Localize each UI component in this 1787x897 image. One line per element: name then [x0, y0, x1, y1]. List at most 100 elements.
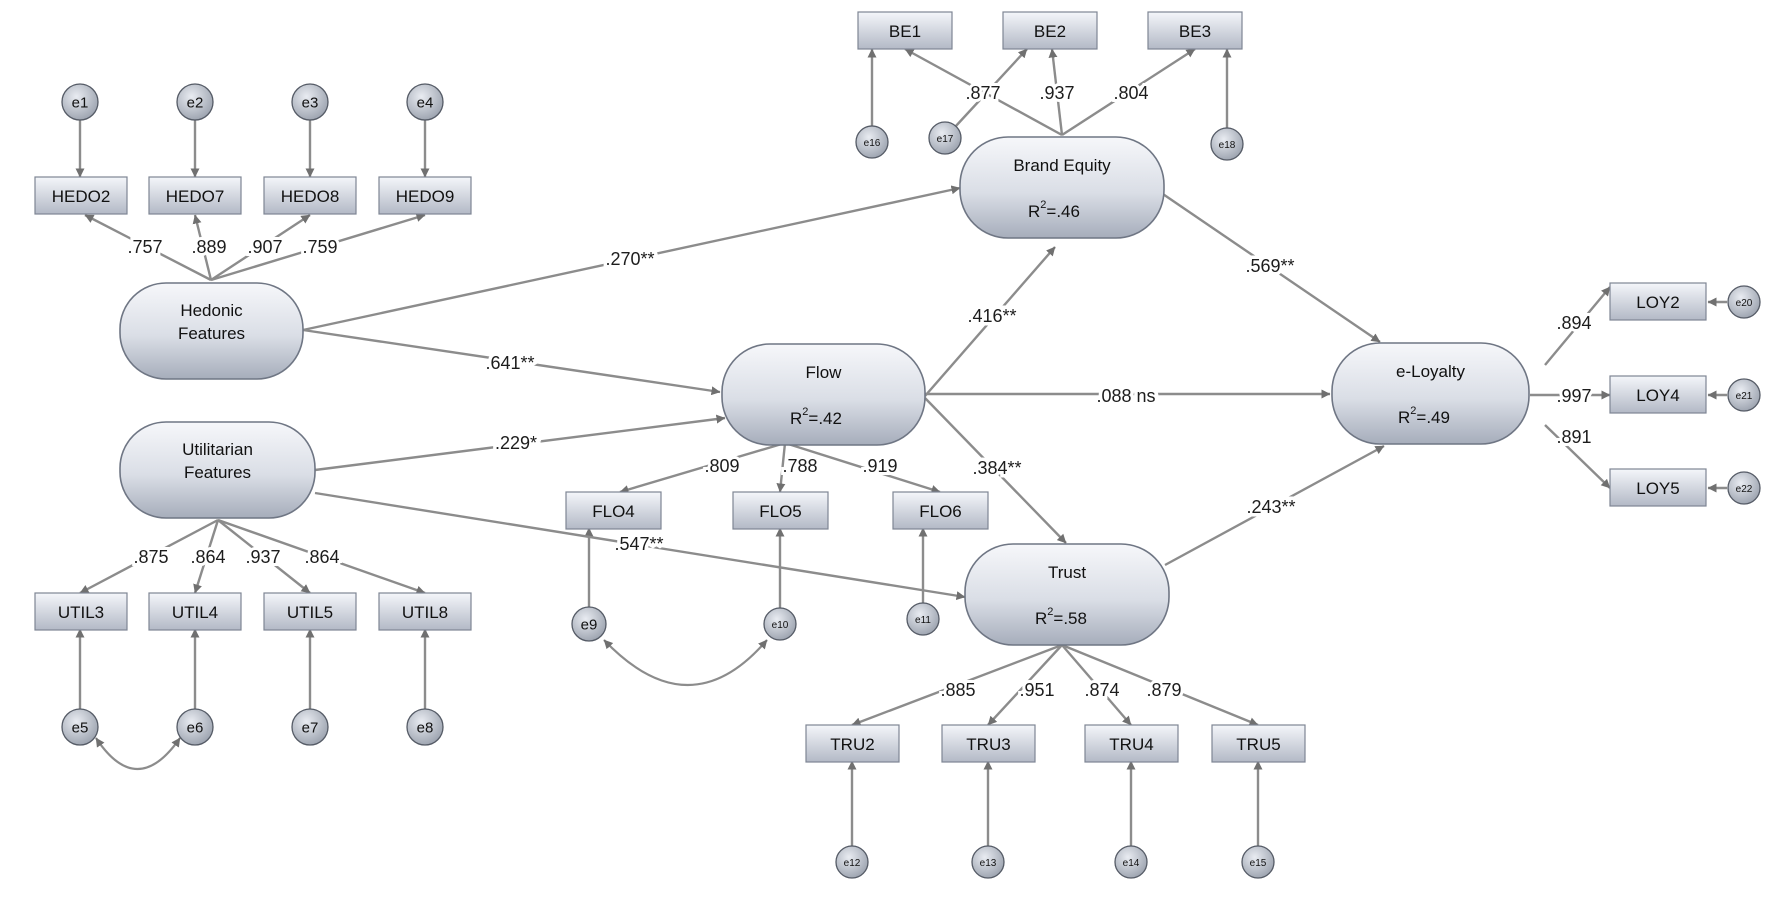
loading-tru4: .874 — [1084, 680, 1119, 700]
svg-text:e6: e6 — [187, 720, 204, 737]
edge-flow-flo6 — [784, 441, 941, 494]
svg-text:TRU2: TRU2 — [830, 735, 874, 754]
edge-brand-be2 — [1048, 48, 1064, 136]
edge-trust-tru3 — [987, 644, 1063, 726]
coef-utilitarian-trust: .547** — [614, 534, 663, 554]
svg-text:HEDO9: HEDO9 — [396, 187, 455, 206]
path-brand-loyalty — [1156, 189, 1381, 343]
error-e16: e16 — [855, 125, 889, 159]
svg-text:e22: e22 — [1736, 484, 1753, 495]
svg-text:e20: e20 — [1736, 298, 1753, 309]
edge-flow-flo5 — [776, 442, 787, 493]
indicator-be3: BE3 — [1147, 11, 1243, 50]
error-e20: e20 — [1727, 285, 1761, 319]
edge-loyalty-loy2 — [1544, 286, 1611, 366]
latent-label-line1: Hedonic — [180, 301, 243, 320]
svg-text:TRU3: TRU3 — [966, 735, 1010, 754]
loading-tru2: .885 — [940, 680, 975, 700]
svg-text:e16: e16 — [864, 138, 881, 149]
covariance-e5-e6 — [95, 737, 181, 771]
error-e18: e18 — [1210, 127, 1244, 161]
svg-text:BE1: BE1 — [889, 22, 921, 41]
svg-text:e1: e1 — [72, 95, 89, 112]
svg-text:e7: e7 — [302, 720, 319, 737]
svg-text:e15: e15 — [1250, 858, 1267, 869]
svg-text:LOY5: LOY5 — [1636, 479, 1679, 498]
latent-flow: Flow R2=.42 — [721, 343, 926, 446]
svg-text:HEDO8: HEDO8 — [281, 187, 340, 206]
svg-text:LOY2: LOY2 — [1636, 293, 1679, 312]
svg-text:e3: e3 — [302, 95, 319, 112]
svg-text:UTIL4: UTIL4 — [172, 603, 218, 622]
svg-text:HEDO2: HEDO2 — [52, 187, 111, 206]
edge-hedonic-hedo9 — [210, 213, 426, 282]
r-squared: R2=.42 — [790, 406, 842, 428]
indicator-hedo8: HEDO8 — [263, 176, 357, 215]
coef-brand-loyalty: .569** — [1245, 256, 1294, 276]
error-e8: e8 — [406, 708, 444, 746]
error-e21: e21 — [1727, 378, 1761, 412]
loading-loy5: .891 — [1556, 427, 1591, 447]
indicator-flo4: FLO4 — [565, 491, 662, 530]
r-squared: R2=.49 — [1398, 405, 1450, 427]
indicator-hedo9: HEDO9 — [378, 176, 472, 215]
loading-util5: .937 — [245, 547, 280, 567]
error-e1: e1 — [61, 83, 99, 121]
svg-text:FLO5: FLO5 — [759, 502, 802, 521]
edge-util-util4 — [193, 519, 220, 594]
edge-brand-be1 — [904, 47, 1063, 137]
loading-tru5: .879 — [1146, 680, 1181, 700]
error-e15: e15 — [1241, 845, 1275, 879]
error-e7: e7 — [291, 708, 329, 746]
latent-e-loyalty: e-Loyalty R2=.49 — [1331, 342, 1530, 445]
path-hedonic-flow — [302, 328, 721, 396]
svg-text:e10: e10 — [772, 620, 789, 631]
loading-hedo8: .907 — [247, 237, 282, 257]
svg-text:HEDO7: HEDO7 — [166, 187, 225, 206]
coef-hedonic-flow: .641** — [485, 353, 534, 373]
covariance-e9-e10 — [603, 639, 768, 686]
svg-text:e9: e9 — [581, 617, 598, 634]
svg-text:e8: e8 — [417, 720, 434, 737]
latent-utilitarian-features: Utilitarian Features — [119, 421, 316, 519]
latent-brand-equity: Brand Equity R2=.46 — [959, 136, 1165, 239]
svg-text:UTIL8: UTIL8 — [402, 603, 448, 622]
svg-text:UTIL5: UTIL5 — [287, 603, 333, 622]
edge-hedonic-hedo7 — [192, 214, 213, 281]
error-e22: e22 — [1727, 471, 1761, 505]
error-e10: e10 — [763, 607, 797, 641]
indicator-tru5: TRU5 — [1211, 724, 1306, 763]
loading-tru3: .951 — [1019, 680, 1054, 700]
latent-name: Trust — [1048, 563, 1086, 582]
path-hedonic-brand — [302, 185, 961, 332]
error-e3: e3 — [291, 83, 329, 121]
svg-text:e12: e12 — [844, 858, 861, 869]
indicator-flo6: FLO6 — [892, 491, 989, 530]
loading-flo4: .809 — [704, 456, 739, 476]
edge-hedonic-hedo8 — [210, 213, 311, 282]
indicator-be1: BE1 — [857, 11, 953, 50]
indicator-util4: UTIL4 — [148, 592, 242, 631]
svg-text:UTIL3: UTIL3 — [58, 603, 104, 622]
loading-loy4: .997 — [1556, 386, 1591, 406]
svg-text:BE3: BE3 — [1179, 22, 1211, 41]
path-utilitarian-trust — [314, 491, 966, 601]
edge-loyalty-loy5 — [1544, 424, 1611, 489]
latent-trust: Trust R2=.58 — [964, 543, 1170, 646]
loading-flo6: .919 — [862, 456, 897, 476]
path-trust-loyalty — [1164, 444, 1385, 567]
svg-text:e13: e13 — [980, 858, 997, 869]
r-squared: R2=.58 — [1035, 606, 1087, 628]
indicator-be2: BE2 — [1002, 11, 1098, 50]
edge-e17-be2 — [954, 48, 1028, 128]
svg-text:TRU4: TRU4 — [1109, 735, 1153, 754]
loading-util3: .875 — [133, 547, 168, 567]
loading-be1: .877 — [965, 83, 1000, 103]
coef-hedonic-brand: .270** — [605, 249, 654, 269]
loading-flo5: .788 — [782, 456, 817, 476]
svg-text:TRU5: TRU5 — [1236, 735, 1280, 754]
edge-brand-be3 — [1061, 47, 1196, 137]
edge-util-util5 — [217, 519, 311, 594]
edge-trust-tru5 — [1061, 643, 1259, 727]
